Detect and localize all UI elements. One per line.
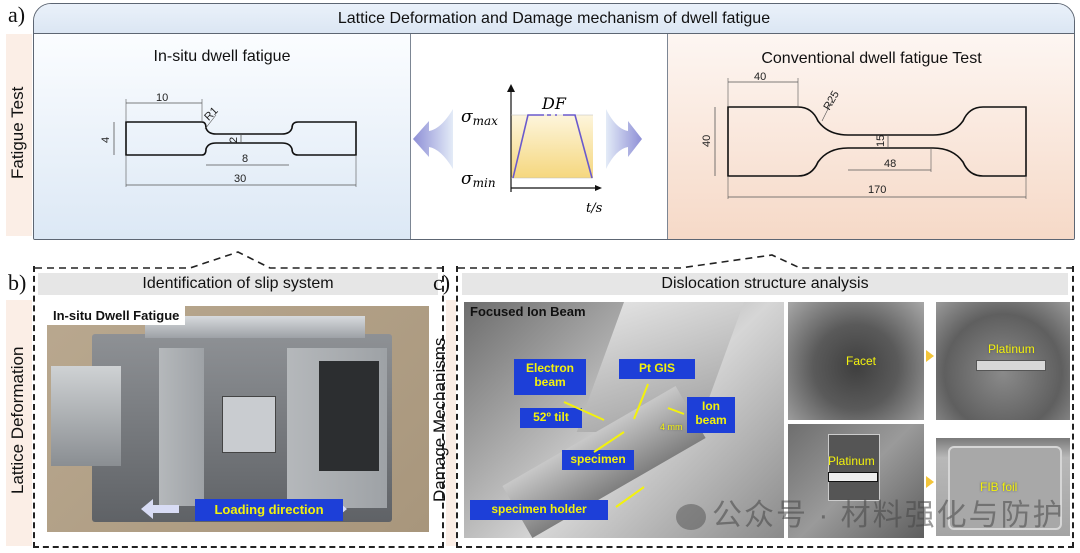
sigma-min-label: σmin — [461, 169, 496, 190]
dim-grip-length: 40 — [754, 71, 766, 83]
damage-label-wrap: Damage Mechanisms — [428, 300, 454, 546]
conventional-section: Conventional dwell fatigue Test 40 R25 4… — [667, 34, 1074, 239]
arrow-right-icon — [926, 476, 934, 488]
row-label-fatigue-test: Fatigue Test — [8, 86, 27, 180]
dim-total-length: 170 — [868, 184, 886, 196]
facet-label: Facet — [846, 354, 877, 368]
dim-gauge-width: 2 — [228, 137, 240, 143]
panel-b-frame: Identification of slip system In-situ Dw… — [33, 266, 444, 548]
arrow-right-icon — [926, 350, 934, 362]
rig-rail — [145, 316, 365, 338]
panel-c-letter: c) — [433, 270, 451, 295]
panel-b-letter: b) — [8, 270, 27, 295]
arrow-left-icon — [141, 499, 179, 519]
dim-line — [204, 114, 217, 130]
dim-total-length: 30 — [234, 173, 246, 185]
dim-gauge-width: 15 — [875, 135, 887, 147]
watermark-text: 公众号 · 材料强化与防护 — [712, 499, 1065, 532]
panel-a-letter: a) — [8, 2, 26, 27]
platinum-bottom-label: Platinum — [828, 454, 875, 468]
fatigue-test-band: Fatigue Test — [6, 34, 32, 236]
panel-a-title: Lattice Deformation and Damage mechanism… — [34, 4, 1074, 34]
x-axis-arrow-icon — [595, 185, 602, 191]
conventional-specimen-drawing: 40 R25 40 15 48 170 — [701, 71, 1027, 199]
in-situ-rig-photo: In-situ Dwell Fatigue Loading direction — [47, 306, 429, 532]
row-label-lattice-deformation: Lattice Deformation — [8, 346, 27, 494]
electron-beam-tag: Electron beam — [514, 359, 586, 395]
loading-direction-label: Loading direction — [195, 499, 343, 521]
row-label-damage-mechanisms: Damage Mechanisms — [430, 337, 449, 503]
watermark: 公众号 · 材料强化与防护 — [676, 490, 1065, 534]
platinum-strip — [976, 360, 1046, 371]
fib-photo-label: Focused Ion Beam — [470, 304, 586, 319]
connector-b — [35, 251, 442, 269]
dim-fillet-radius: R1 — [202, 105, 220, 123]
waveform-rise — [512, 114, 544, 179]
panel-c-title: Dislocation structure analysis — [462, 273, 1068, 295]
dim-width: 40 — [701, 135, 713, 147]
fib-pointer-arrows — [563, 383, 685, 508]
connector-c — [458, 254, 1074, 269]
pt-gis-tag: Pt GIS — [619, 359, 695, 379]
rig-grips — [222, 396, 276, 453]
dim-gauge-length: 8 — [242, 153, 248, 165]
rig-plate-left — [159, 348, 204, 506]
conventional-title: Conventional dwell fatigue Test — [761, 50, 982, 67]
y-axis-arrow-icon — [507, 84, 515, 92]
waveform-fill — [511, 115, 593, 178]
foil-body — [948, 446, 1062, 530]
tilt-tag: 52º tilt — [520, 408, 582, 428]
in-situ-section: In-situ dwell fatigue 10 R1 4 2 8 30 — [34, 34, 411, 239]
dim-fillet-radius: R25 — [821, 89, 841, 112]
rig-motor-window — [319, 361, 379, 471]
sem-platinum-top-image: Platinum — [936, 302, 1070, 420]
in-situ-specimen-drawing: 10 R1 4 2 8 30 — [100, 92, 357, 187]
dim-width: 4 — [100, 137, 112, 143]
panel-a-frame: Lattice Deformation and Damage mechanism… — [33, 3, 1075, 240]
arrow-specimen-holder-icon — [615, 486, 645, 508]
arrow-ion-beam-icon — [667, 407, 685, 415]
wechat-icon — [676, 504, 706, 531]
sem-facet-image: Facet — [788, 302, 924, 420]
dim-grip-length: 10 — [156, 92, 168, 104]
rig-gearbox — [51, 366, 121, 466]
specimen-tag: specimen — [562, 450, 634, 470]
sem-platinum-bottom-image: Platinum — [788, 424, 924, 538]
panel-b-title: Identification of slip system — [38, 273, 438, 295]
platinum-cap — [828, 472, 878, 482]
sem-fib-foil-image: FIB foil — [936, 438, 1070, 536]
platinum-top-label: Platinum — [988, 342, 1035, 356]
dim-line — [821, 100, 833, 122]
ion-beam-tag: Ion beam — [687, 397, 735, 433]
in-situ-title: In-situ dwell fatigue — [153, 48, 291, 65]
damage-band — [446, 300, 456, 546]
sigma-max-label: σmax — [461, 107, 498, 128]
waveform-label: DF — [541, 94, 567, 113]
dwell-fatigue-waveform: DF σmax σmin t/s — [461, 84, 603, 216]
in-situ-photo-label: In-situ Dwell Fatigue — [47, 306, 186, 325]
arrow-right-icon — [606, 109, 642, 169]
time-axis-label: t/s — [586, 201, 603, 216]
arrow-electron-beam-icon — [563, 401, 605, 421]
lattice-deformation-band: Lattice Deformation — [6, 300, 32, 546]
connector-lines — [35, 251, 1074, 269]
fib-foil-label: FIB foil — [980, 480, 1018, 494]
arrow-pt-gis-icon — [633, 383, 649, 420]
waveform-section: DF σmax σmin t/s — [411, 34, 642, 239]
distance-label: 4 mm — [660, 422, 683, 432]
dim-gauge-length: 48 — [884, 158, 896, 170]
arrow-specimen-icon — [593, 431, 625, 453]
panel-c-frame: Dislocation structure analysis Focused I… — [456, 266, 1074, 548]
arrow-left-icon — [413, 109, 453, 169]
trench — [828, 434, 880, 501]
fib-photo: Focused Ion Beam Electron beam Pt GIS 52… — [464, 302, 784, 538]
waveform-fall — [563, 114, 593, 179]
specimen-holder-tag: specimen holder — [470, 500, 608, 520]
